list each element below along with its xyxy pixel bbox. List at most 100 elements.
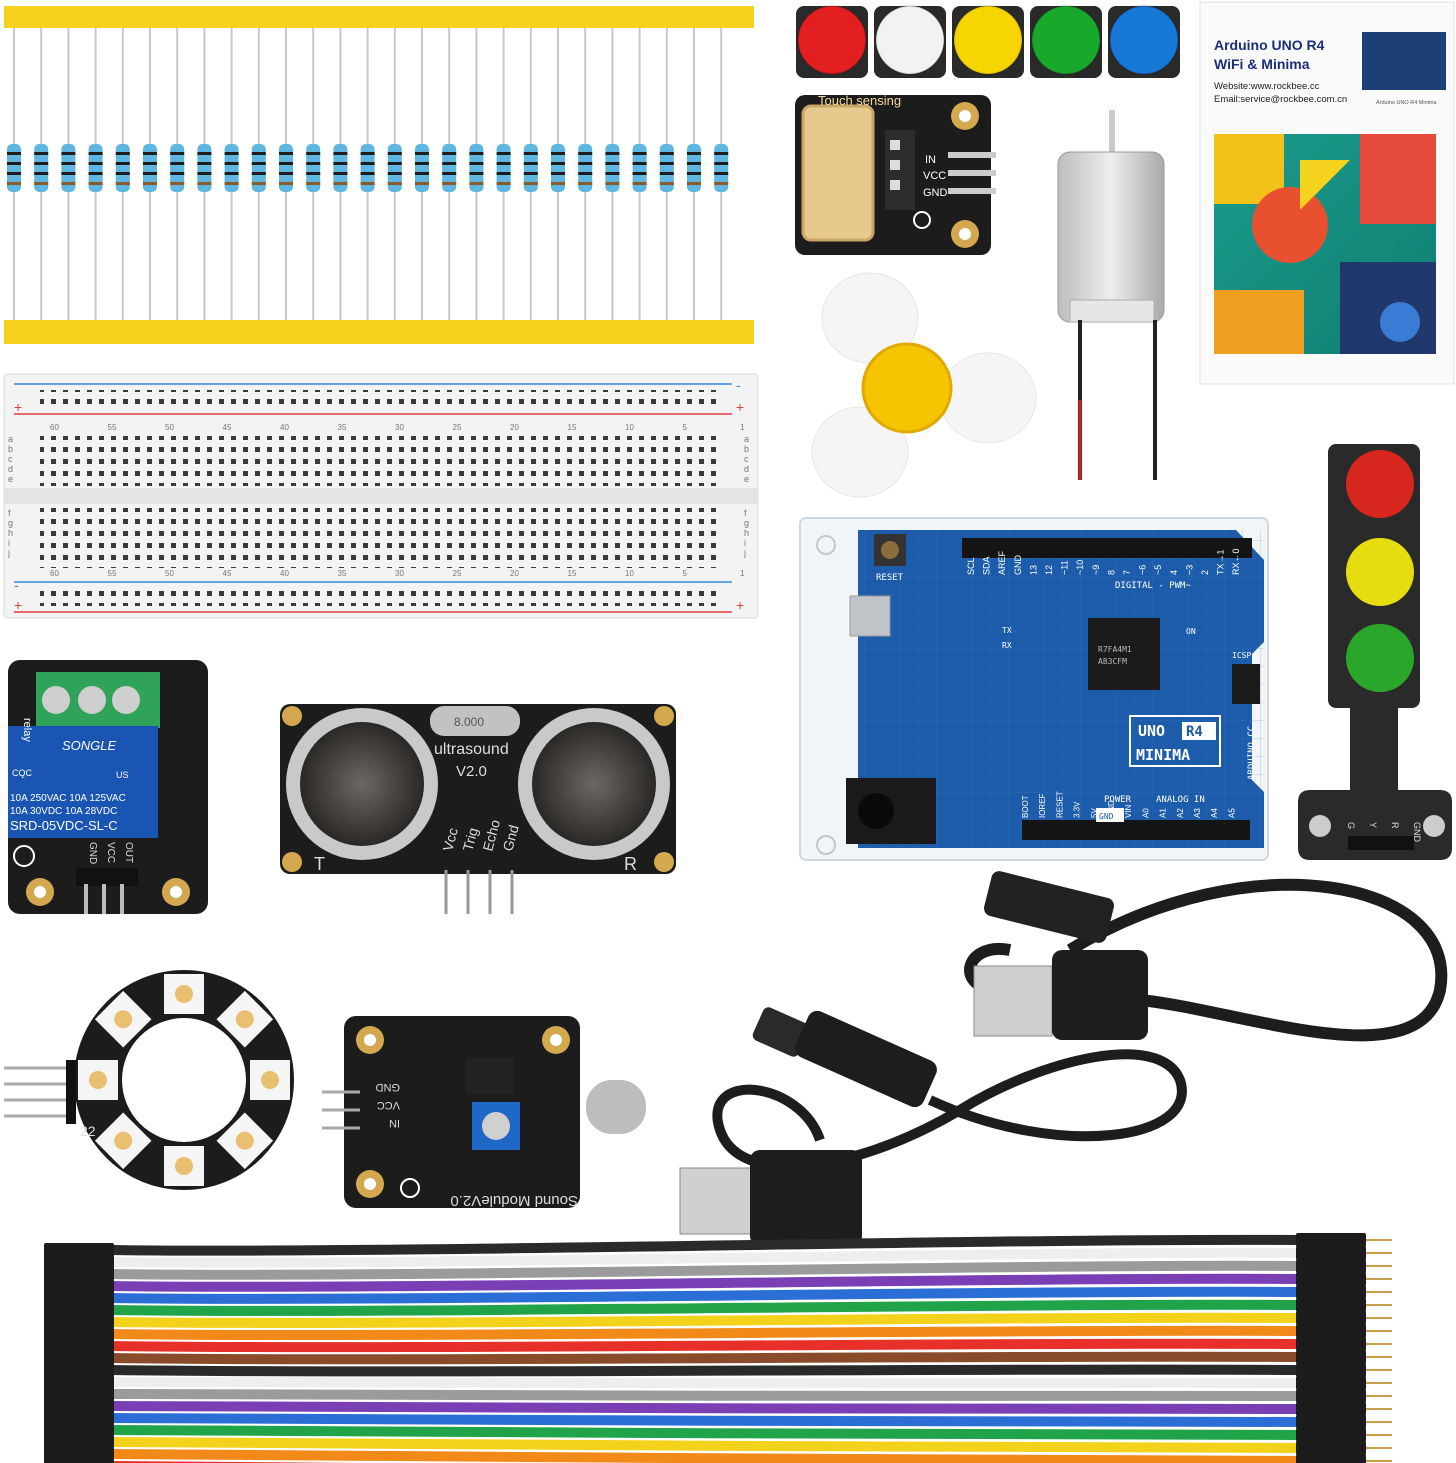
pin-label: GND (87, 842, 98, 864)
pin-label: 4 (1169, 570, 1179, 575)
column-number: 35 (338, 423, 347, 432)
resistor (496, 28, 511, 320)
tactile-button-cap (1030, 5, 1102, 78)
resistor (143, 28, 157, 320)
resistor-strip (4, 6, 754, 344)
pin-label: GND (1412, 822, 1422, 843)
pin-label: IN (389, 1117, 400, 1129)
pin-label: R (1390, 822, 1400, 829)
column-number: 5 (683, 423, 688, 432)
ring-label: 22 (80, 1123, 96, 1139)
icsp-label: ICSP (1232, 651, 1251, 660)
column-number: 15 (568, 423, 577, 432)
transmitter-label: T (314, 854, 325, 874)
resistor (279, 28, 293, 320)
brand-logo-icon (13, 845, 35, 867)
manual-title-line2: WiFi & Minima (1214, 56, 1310, 72)
resistor (687, 28, 701, 320)
pin-label: Vcc (439, 826, 460, 853)
resistor (442, 28, 457, 320)
row-letter: i (744, 538, 746, 548)
jumper-wire (44, 1447, 1392, 1463)
column-number: 30 (395, 423, 404, 432)
tactile-button-cap (796, 5, 868, 78)
column-number: 15 (568, 569, 577, 578)
power-rail-bottom (40, 588, 720, 606)
jumper-wire (44, 1311, 1392, 1329)
row-letter: j (7, 548, 10, 558)
pin-label: ~3 (1184, 565, 1194, 575)
pin-label: VCC (105, 842, 116, 863)
row-letter: d (8, 464, 13, 474)
column-number: 10 (625, 423, 634, 432)
column-number: 1 (740, 569, 745, 578)
digital-label: DIGITAL - PWM~ (1115, 581, 1191, 591)
column-number: 35 (338, 569, 347, 578)
row-letter: f (744, 508, 747, 518)
resistor (578, 28, 593, 320)
yellow-led (1346, 538, 1414, 606)
row-letter: e (8, 474, 13, 484)
column-number: 60 (50, 423, 59, 432)
pin-label: ~6 (1138, 565, 1148, 575)
power-label: POWER (1104, 795, 1132, 805)
microcontroller-chip (1088, 618, 1160, 690)
relay-module: SONGLE CQC US 10A 250VAC 10A 125VAC 10A … (8, 660, 208, 914)
pin-label: RX←0 (1231, 548, 1241, 575)
rgb-led-ring: 22 (4, 970, 294, 1190)
tactile-button-cap (952, 5, 1024, 78)
rail-plus-label: + (14, 597, 22, 613)
relay-cert: CQC (12, 768, 33, 778)
pin-label: GND (1013, 554, 1023, 575)
sensor-title: ultrasound (434, 741, 509, 758)
column-number: 40 (280, 569, 289, 578)
usb-c-port[interactable] (849, 595, 891, 637)
pin-label: VIN (1124, 804, 1133, 818)
tx-label: TX (1002, 626, 1012, 635)
resistor (523, 28, 538, 320)
jumper-wire (44, 1423, 1392, 1442)
red-led (1346, 450, 1414, 518)
pin-label: G (1346, 822, 1356, 829)
column-number: 25 (453, 423, 462, 432)
pin-label: AREF (997, 550, 1007, 575)
pin-label: BOOT (1021, 795, 1030, 818)
ring-led (250, 1060, 290, 1100)
pin-label: A3 (1193, 808, 1202, 818)
pin-label: 8 (1106, 570, 1116, 575)
jumper-wire (44, 1272, 1392, 1293)
resistor (632, 28, 647, 320)
column-number: 45 (223, 423, 232, 432)
brand-logo-icon (913, 211, 931, 229)
relay-body (8, 726, 158, 838)
pin-label: IOREF (1038, 793, 1047, 818)
pin-label: 12 (1044, 565, 1054, 575)
row-letter: g (8, 518, 13, 528)
resistor (387, 28, 402, 320)
column-number: 20 (510, 569, 519, 578)
resistor (415, 28, 429, 320)
pin-label: 13 (1028, 565, 1038, 575)
pin-label: ~5 (1153, 565, 1163, 575)
resistor (659, 28, 674, 320)
row-letter: a (8, 434, 13, 444)
reset-label: RESET (876, 573, 904, 583)
brand-logo-icon (400, 1178, 420, 1198)
manual-email: Email:service@rockbee.com.cn (1214, 94, 1347, 105)
rx-label: RX (1002, 641, 1012, 650)
pin-label: A2 (1176, 808, 1185, 818)
resistor (224, 28, 239, 320)
usb-c-cable (964, 871, 1448, 1042)
jumper-wire (44, 1337, 1392, 1353)
jumper-wire-bundle (44, 1233, 1392, 1463)
jumper-wire (44, 1399, 1392, 1416)
fan-propeller (811, 272, 1037, 498)
pin-label: Trig (459, 826, 481, 853)
model-variant: MINIMA (1136, 746, 1190, 764)
pin-label: A5 (1227, 808, 1236, 818)
